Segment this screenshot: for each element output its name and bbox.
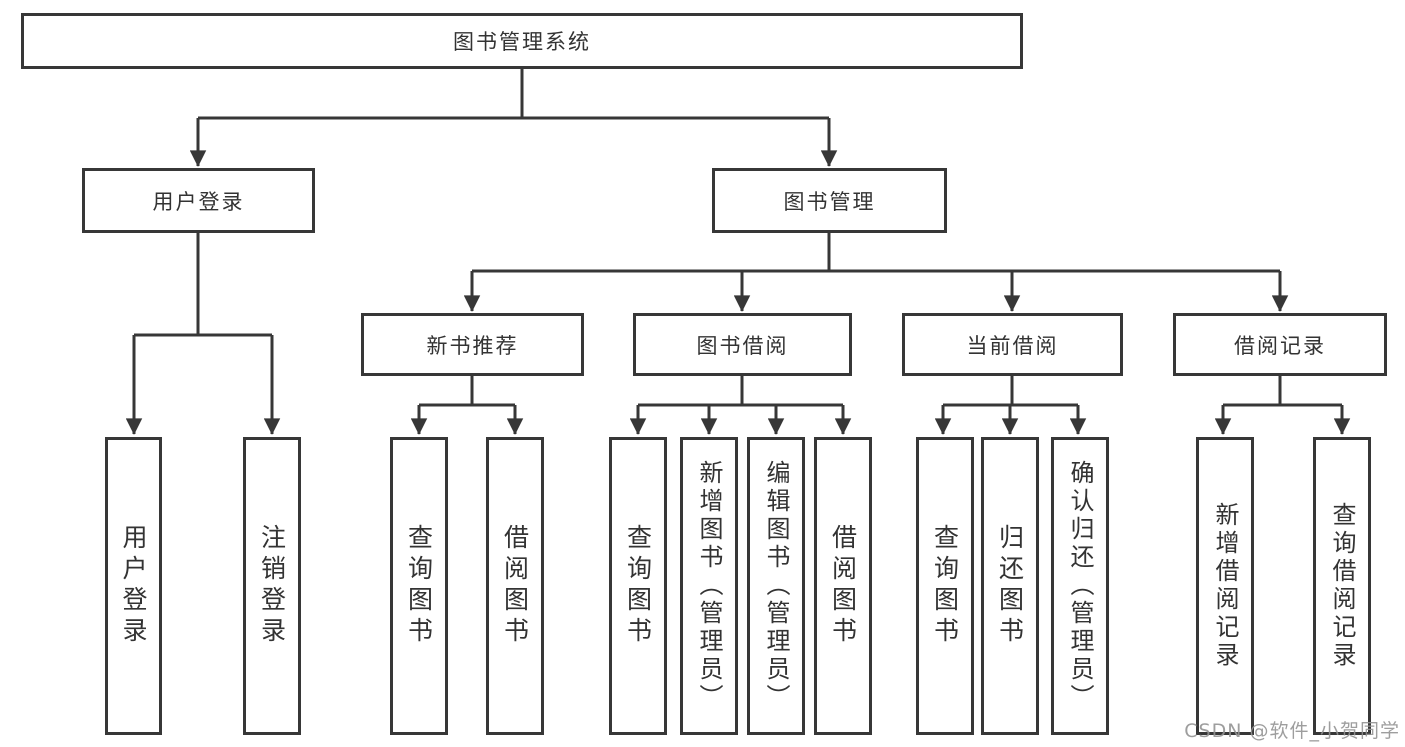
node-new-book-recommend-group: 新书推荐: [361, 313, 584, 376]
node-borrow-record-group: 借阅记录: [1173, 313, 1387, 376]
node-user-login-group: 用户登录: [82, 168, 315, 233]
node-label: 借阅图书: [500, 524, 530, 648]
node-label: 查询图书: [623, 524, 653, 648]
node-label: 借阅记录: [1234, 333, 1326, 358]
node-leaf-query-borrow-record: 查询借阅记录: [1313, 437, 1371, 735]
node-label: 图书借阅: [696, 333, 789, 358]
node-book-borrow-group: 图书借阅: [633, 313, 852, 376]
node-leaf-borrow-books-2: 借阅图书: [814, 437, 872, 735]
node-label: 新书推荐: [426, 333, 519, 358]
node-label: 查询图书: [930, 524, 960, 648]
node-leaf-query-books-1: 查询图书: [390, 437, 448, 735]
node-label: 图书管理系统: [453, 30, 591, 54]
node-leaf-return-books: 归还图书: [981, 437, 1039, 735]
node-leaf-user-login: 用户登录: [105, 437, 162, 735]
node-current-borrow-group: 当前借阅: [902, 313, 1123, 376]
node-label: 图书管理: [783, 189, 876, 214]
node-label: 新增借阅记录: [1211, 502, 1239, 670]
node-label: 确认归还（管理员）: [1066, 460, 1094, 712]
node-leaf-add-books-admin: 新增图书（管理员）: [680, 437, 738, 735]
node-label: 新增图书（管理员）: [695, 460, 723, 712]
csdn-watermark: CSDN @软件_小贺同学: [1184, 720, 1400, 742]
node-label: 归还图书: [995, 524, 1025, 648]
node-label: 注销登录: [257, 524, 287, 648]
node-book-management-group: 图书管理: [712, 168, 947, 233]
node-leaf-edit-books-admin: 编辑图书（管理员）: [747, 437, 805, 735]
node-label: 编辑图书（管理员）: [762, 460, 790, 712]
node-leaf-confirm-return-admin: 确认归还（管理员）: [1051, 437, 1109, 735]
node-label: 查询图书: [404, 524, 434, 648]
node-label: 用户登录: [119, 524, 148, 648]
node-library-management-system: 图书管理系统: [21, 13, 1023, 69]
node-leaf-borrow-books-1: 借阅图书: [486, 437, 544, 735]
node-leaf-logout: 注销登录: [243, 437, 301, 735]
node-label: 用户登录: [152, 189, 245, 214]
node-leaf-add-borrow-record: 新增借阅记录: [1196, 437, 1254, 735]
node-label: 查询借阅记录: [1328, 502, 1356, 670]
node-label: 借阅图书: [828, 524, 858, 648]
node-leaf-query-books-2: 查询图书: [609, 437, 667, 735]
node-leaf-query-books-3: 查询图书: [916, 437, 974, 735]
node-label: 当前借阅: [966, 333, 1059, 358]
